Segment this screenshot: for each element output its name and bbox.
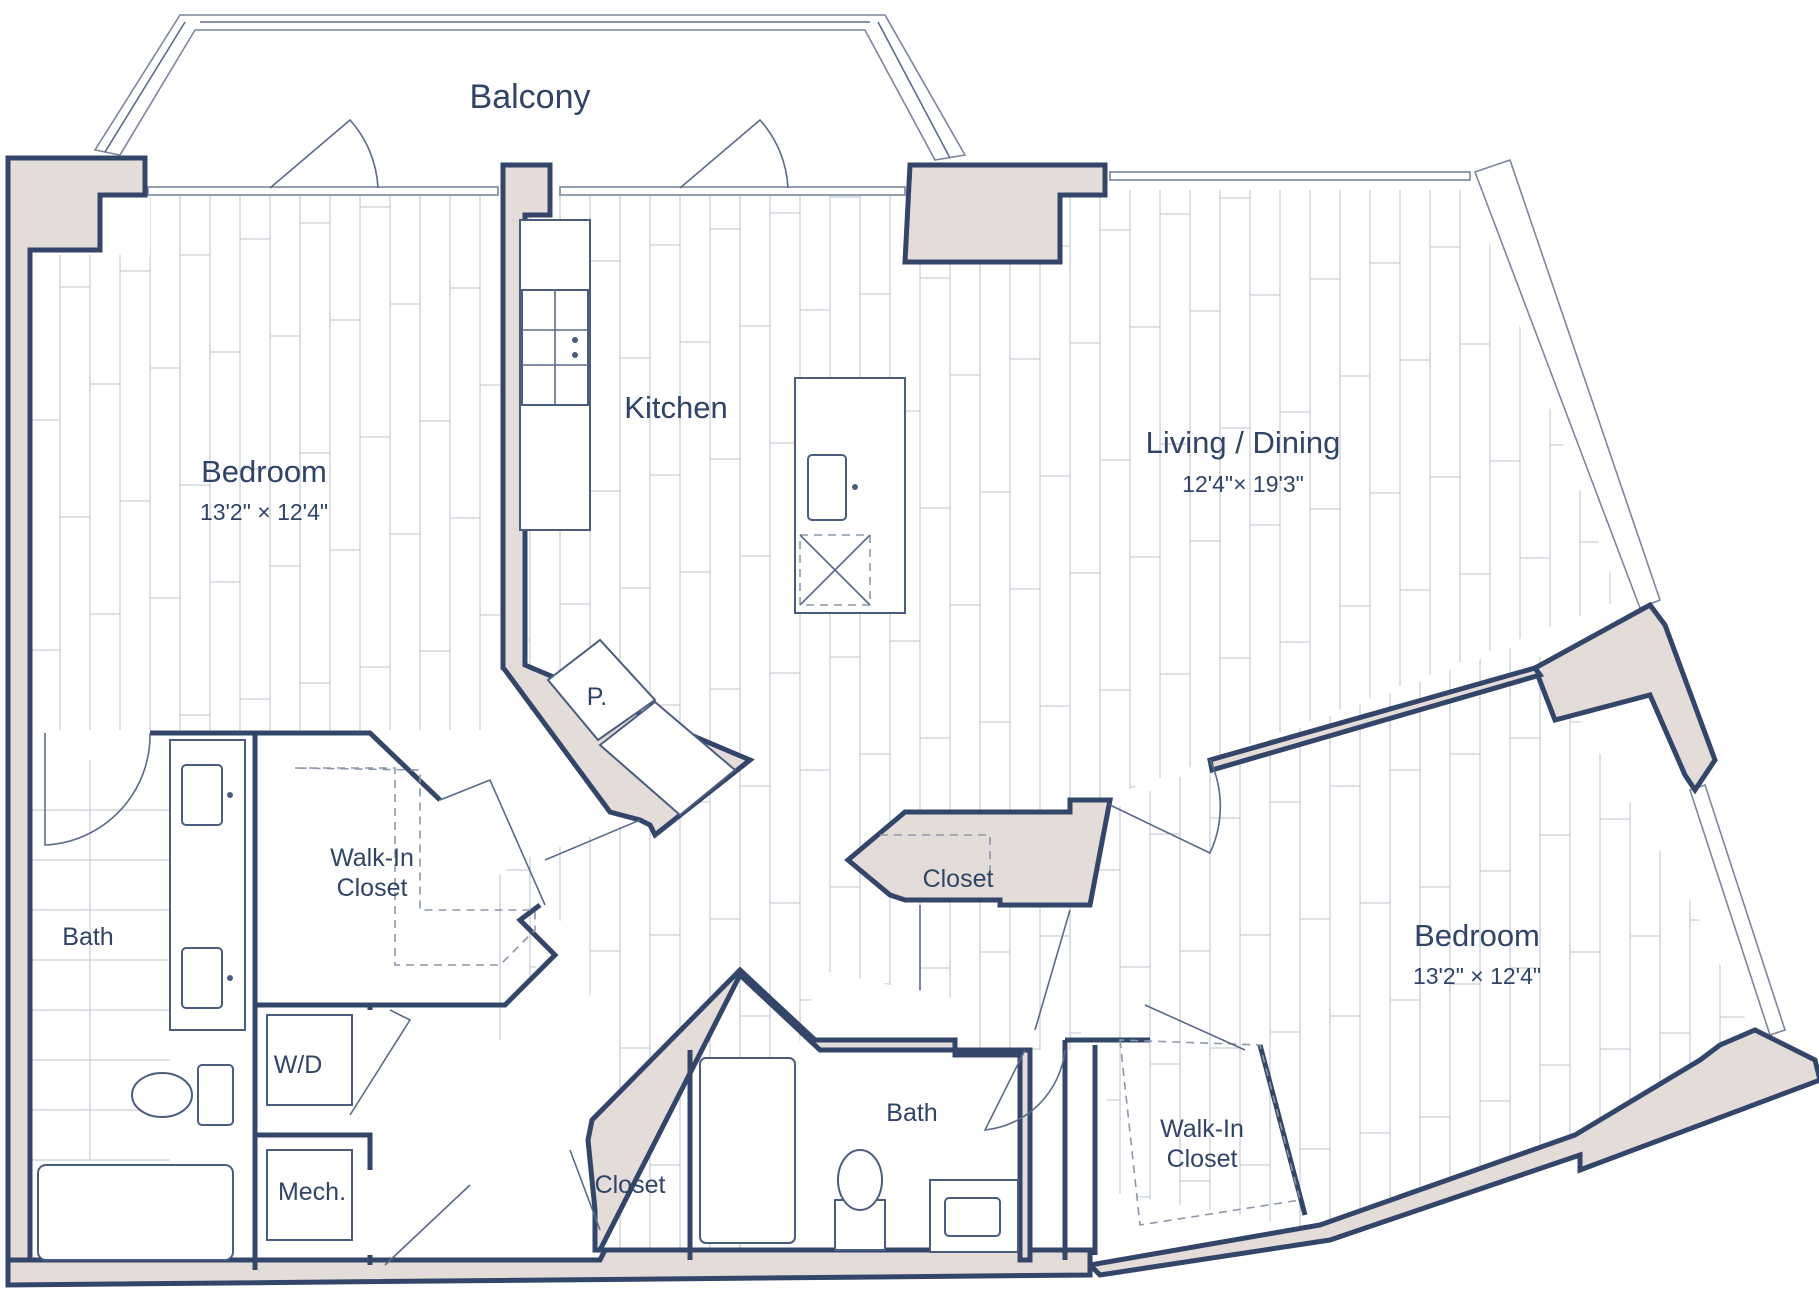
closet2-label: Closet xyxy=(923,865,994,893)
kitchen-counters xyxy=(519,219,737,817)
bedroom1-dim: 13'2" × 12'4" xyxy=(200,499,328,525)
door-swing-icon xyxy=(44,118,1246,1266)
wood-flooring xyxy=(30,190,500,730)
mech-unit xyxy=(266,1149,353,1241)
bath2-label: Bath xyxy=(886,1099,937,1127)
sink-icon xyxy=(181,947,233,1009)
closet-shelf xyxy=(294,767,536,966)
washer-dryer-label: W/D xyxy=(274,1051,323,1079)
toilet-icon xyxy=(834,1149,886,1251)
bedroom2-label: Bedroom xyxy=(1414,918,1540,953)
sink-icon xyxy=(929,1179,1019,1253)
walls xyxy=(5,155,1819,1288)
bath1-fixtures xyxy=(37,739,246,1261)
bedroom2-dim: 13'2" × 12'4" xyxy=(1413,963,1541,989)
interior-walls xyxy=(150,377,1308,1270)
bathtub-icon xyxy=(37,1164,234,1261)
bath2-fixtures xyxy=(699,1057,1019,1253)
window-icon xyxy=(147,158,1787,1037)
pantry xyxy=(546,638,657,742)
sink-icon xyxy=(181,764,233,826)
living-label: Living / Dining xyxy=(1146,425,1341,460)
refrigerator xyxy=(598,700,737,817)
closet1-label: Closet xyxy=(595,1171,666,1199)
balcony xyxy=(93,14,967,161)
bathtub-icon xyxy=(699,1057,796,1244)
walkin1-label-1: Walk-In xyxy=(330,844,414,872)
pantry-label: P. xyxy=(587,683,607,711)
mech-label: Mech. xyxy=(278,1178,346,1206)
balcony-label: Balcony xyxy=(470,78,591,116)
dishwasher xyxy=(799,534,871,606)
range-icon xyxy=(521,289,589,406)
toilet-icon xyxy=(131,1064,234,1126)
bedroom1-label: Bedroom xyxy=(201,454,327,489)
bath1-label: Bath xyxy=(62,923,113,951)
sink-icon xyxy=(807,454,858,521)
walkin1-label-2: Closet xyxy=(337,874,408,902)
kitchen-label: Kitchen xyxy=(624,390,727,425)
closet-shelf-3 xyxy=(880,834,991,890)
washer-dryer xyxy=(266,1014,353,1106)
walkin2-label-1: Walk-In xyxy=(1160,1115,1244,1143)
living-dim: 12'4"× 19'3" xyxy=(1182,471,1304,497)
walkin2-label-2: Closet xyxy=(1167,1145,1238,1173)
